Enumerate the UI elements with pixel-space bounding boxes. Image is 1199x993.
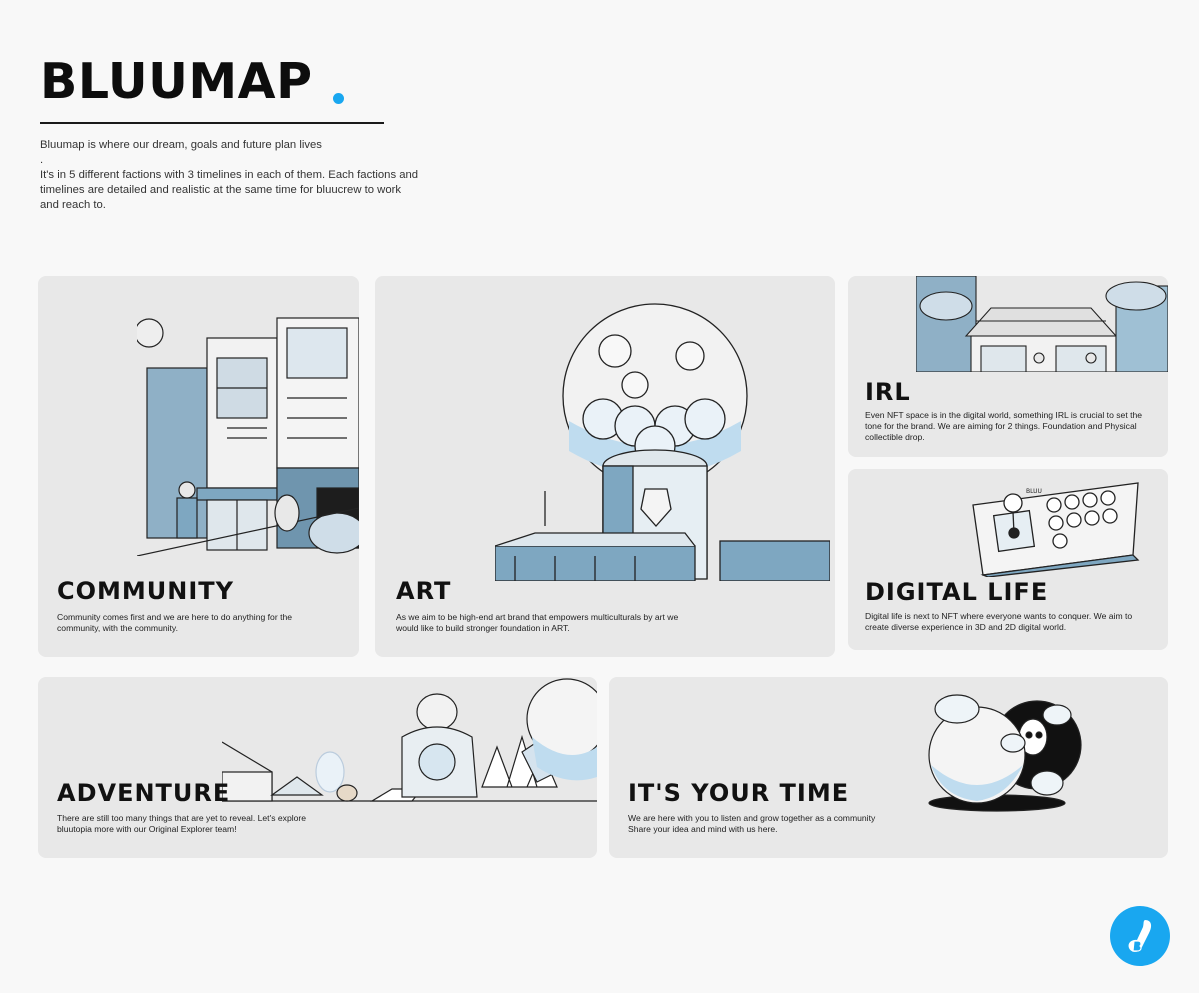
card-adventure-desc: There are still too many things that are… — [57, 813, 307, 834]
your-time-characters-illustration — [928, 694, 1082, 812]
art-gumball-tower-illustration — [495, 303, 830, 581]
card-digital-life-desc: Digital life is next to NFT where everyo… — [865, 611, 1133, 632]
irl-shopfront-illustration — [916, 276, 1168, 372]
adventure-explorer-illustration — [222, 678, 597, 802]
title-divider — [40, 122, 384, 124]
digital-arcade-stick-illustration: BLUU — [972, 482, 1140, 577]
card-your-time[interactable]: IT'S YOUR TIME We are here with you to l… — [609, 677, 1168, 858]
page-header: BLUUMAP Bluumap is where our dream, goal… — [40, 56, 420, 213]
title-row: BLUUMAP — [40, 56, 420, 108]
card-irl-title: IRL — [865, 378, 911, 406]
title-dot — [332, 93, 344, 104]
card-art[interactable]: ART As we aim to be high-end art brand t… — [375, 276, 835, 657]
card-irl-desc: Even NFT space is in the digital world, … — [865, 410, 1143, 442]
card-digital-life[interactable]: BLUU DIGITAL LIFE Digital life is next t… — [848, 469, 1168, 650]
card-community[interactable]: COMMUNITY Community comes first and we a… — [38, 276, 359, 657]
card-art-title: ART — [396, 577, 452, 605]
card-your-time-desc: We are here with you to listen and grow … — [628, 813, 876, 834]
page-title: BLUUMAP — [40, 53, 313, 110]
card-adventure-title: ADVENTURE — [57, 779, 231, 807]
card-your-time-title: IT'S YOUR TIME — [628, 779, 850, 807]
card-art-desc: As we aim to be high-end art brand that … — [396, 612, 679, 633]
arcade-brand-label: BLUU — [1026, 488, 1042, 495]
intro-text: Bluumap is where our dream, goals and fu… — [40, 139, 419, 211]
logo-glyph — [1128, 920, 1152, 952]
card-adventure[interactable]: ADVENTURE There are still too many thing… — [38, 677, 597, 858]
card-community-desc: Community comes first and we are here to… — [57, 612, 293, 633]
card-digital-life-title: DIGITAL LIFE — [865, 578, 1049, 606]
community-street-illustration — [137, 317, 359, 556]
card-community-title: COMMUNITY — [57, 577, 235, 605]
card-irl[interactable]: IRL Even NFT space is in the digital wor… — [848, 276, 1168, 457]
bluutopia-logo-icon[interactable] — [1110, 906, 1170, 966]
